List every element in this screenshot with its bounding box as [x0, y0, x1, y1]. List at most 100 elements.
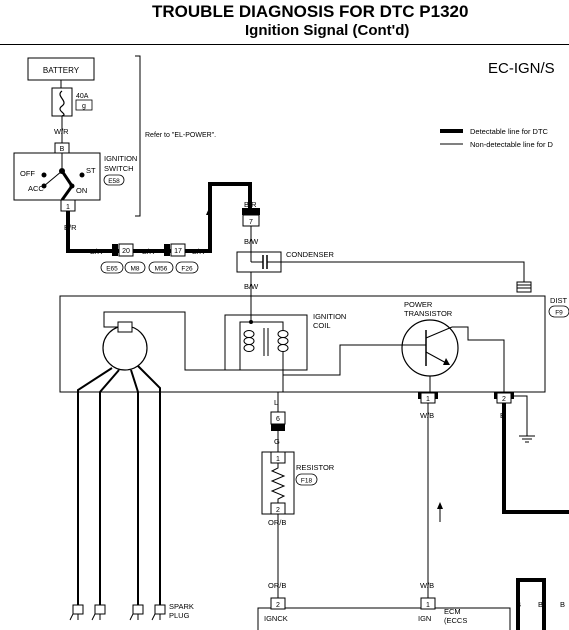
battery: BATTERY — [27, 57, 95, 81]
switch-on-label: ON — [76, 186, 87, 195]
page-title: TROUBLE DIAGNOSIS FOR DTC P1320 — [152, 2, 469, 21]
wire-label-b-4: B — [560, 600, 565, 609]
battery-label: BATTERY — [43, 66, 80, 75]
wire-label-or-b-1: OR/B — [268, 518, 286, 527]
connector-ids: E65 M8 M56 F26 — [100, 261, 199, 274]
ecm-terminal-ignck: IGNCK — [264, 614, 288, 623]
condenser: CONDENSER — [236, 250, 335, 273]
connector-6-pin: 6 — [276, 416, 280, 423]
switch-on-wire — [60, 185, 74, 201]
transistor-collector — [425, 326, 453, 339]
power-transistor: POWER TRANSISTOR — [401, 300, 505, 392]
ecm-pin-ign: 1 — [426, 602, 430, 609]
resistor: 1 2 RESISTOR F18 — [261, 451, 335, 515]
signal-up-arrow-2-icon — [437, 502, 443, 522]
ecm-pin-ignck-box — [270, 597, 286, 610]
switch-off-label: OFF — [20, 169, 35, 178]
ignition-switch-label-2: SWITCH — [104, 164, 134, 173]
wire-label-b-w-2: B/W — [244, 282, 259, 291]
ignition-switch-label-1: IGNITION — [104, 154, 137, 163]
wire-label-b-r-1: B/R — [64, 223, 77, 232]
header-rule — [0, 44, 569, 45]
ground-wire — [514, 395, 528, 436]
switch-off-contact — [41, 172, 47, 178]
ignition-coil-label-2: COIL — [313, 321, 331, 330]
plug-lead-4 — [137, 365, 161, 605]
connector-id-f26: F26 — [181, 266, 193, 273]
legend-detectable-label: Detectable line for DTC — [470, 127, 549, 136]
connector-badge-m56 — [148, 261, 174, 274]
fuse-id-box — [75, 99, 93, 111]
connector-17-pin: 17 — [174, 248, 182, 255]
switch-st-contact — [79, 172, 85, 178]
ecm-box — [257, 607, 511, 630]
switch-body — [13, 152, 101, 201]
wire-label-or-b-2: OR/B — [268, 581, 286, 590]
transistor-terminal-1: 1 — [418, 392, 438, 404]
coil-winding-right-icon — [277, 330, 289, 352]
condenser-ground-wire — [281, 261, 525, 282]
resistor-connector: F18 — [301, 478, 313, 485]
ecm-label-1: ECM — [444, 607, 461, 616]
coil-primary-wire-2 — [251, 321, 284, 330]
ignition-switch-connector-badge — [103, 174, 125, 186]
switch-arm — [43, 170, 63, 187]
wire-label-l: L — [274, 398, 278, 407]
ecm-label-2: (ECCS — [444, 616, 467, 625]
coil-primary-wire — [239, 296, 252, 368]
connector-20-pin: 20 — [122, 248, 130, 255]
resistor-zigzag-icon — [270, 463, 286, 503]
switch-on-contact — [69, 183, 75, 189]
ecm-pin-ignck: 2 — [276, 602, 280, 609]
connector-6: 6 — [270, 411, 286, 431]
wire-label-b-1: B — [500, 411, 505, 420]
wire-label-b-r-3: B/R — [142, 247, 155, 256]
switch-acc-label: ACC — [28, 184, 44, 193]
rotor-circle — [102, 325, 148, 371]
transistor-terminal-2-pin: 2 — [502, 396, 506, 403]
power-transistor-label-1: POWER — [404, 300, 433, 309]
wire-label-b-w-1: B/W — [244, 237, 259, 246]
wire-label-w-r: W/R — [54, 127, 69, 136]
wire-label-b-r-2: B/R — [90, 247, 103, 256]
switch-in-pin: B — [60, 146, 65, 153]
condenser-label: CONDENSER — [286, 250, 335, 259]
wire-label-b-2: B — [516, 600, 521, 609]
transistor-lead-2 — [452, 326, 505, 392]
connector-badge-m8 — [124, 261, 146, 274]
plug-lead-2 — [99, 369, 120, 605]
refer-bracket — [135, 55, 141, 217]
ignition-coil: IGNITION COIL — [224, 296, 346, 392]
connector-id-m8: M8 — [130, 266, 139, 273]
spark-plug-4-icon — [151, 604, 166, 621]
legend: Detectable line for DTC Non-detectable l… — [440, 127, 554, 149]
connector-id-m56: M56 — [155, 266, 168, 273]
switch-out-pin: 1 — [66, 204, 70, 211]
ecm: 2 1 IGNCK IGN ECM (ECCS — [257, 597, 511, 630]
resistor-label: RESISTOR — [296, 463, 335, 472]
wire-label-g: G — [274, 437, 280, 446]
refer-note: Refer to "EL-POWER". — [145, 132, 216, 139]
coil-to-transistor-wire — [283, 344, 402, 376]
spark-plug-3-icon — [129, 604, 144, 621]
wire-label-b-r-4: B/R — [192, 247, 205, 256]
switch-st-label: ST — [86, 166, 96, 175]
connector-7: 7 — [242, 208, 260, 227]
connector-20: 20 — [112, 243, 134, 257]
spark-plug-leads — [77, 365, 161, 605]
connector-badge-f26 — [175, 261, 199, 274]
ecm-terminal-ign: IGN — [418, 614, 431, 623]
connector-7-pin: 7 — [249, 219, 253, 226]
legend-non-detectable-label: Non-detectable line for D — [470, 140, 554, 149]
wire-b-detectable — [502, 403, 569, 514]
spark-plug-label-1: SPARK — [169, 602, 194, 611]
wire-label-w-b-2: W/B — [420, 581, 434, 590]
wire-b-r-main — [66, 182, 252, 253]
ignition-switch-connector: E58 — [108, 178, 120, 185]
connector-id-e65: E65 — [106, 266, 118, 273]
transistor-terminal-2: 2 — [494, 392, 514, 404]
resistor-pin-2: 2 — [276, 507, 280, 514]
resistor-pin-1: 1 — [276, 456, 280, 463]
